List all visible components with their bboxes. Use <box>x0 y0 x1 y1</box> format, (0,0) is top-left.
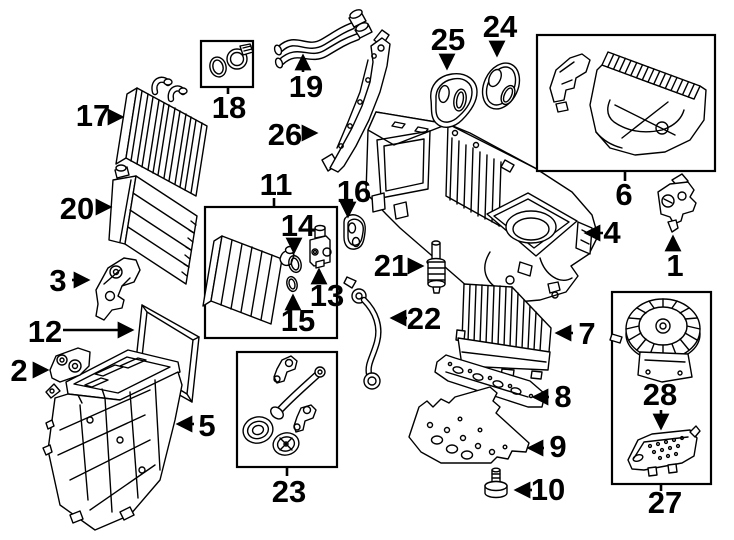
part-label-23: 23 <box>272 474 306 509</box>
part-label-5: 5 <box>198 408 215 443</box>
part-5-heater-case-assembly <box>42 349 183 531</box>
part-label-15: 15 <box>281 303 315 338</box>
part-22-refrigerant-pipe <box>343 276 382 390</box>
part-27-blower-motor <box>609 298 701 383</box>
part-24-duct-seal-flat <box>481 62 521 110</box>
part-label-22: 22 <box>407 301 441 336</box>
part-label-19: 19 <box>289 69 323 104</box>
part-23-link-kit-box <box>235 350 339 469</box>
part-1-sensor <box>657 173 697 233</box>
part-16-grommet <box>343 214 366 250</box>
part-11-evaporator-kit-box <box>202 205 339 340</box>
part-label-17: 17 <box>76 98 110 133</box>
part-label-8: 8 <box>554 379 571 414</box>
callouts: 17 20 3 12 2 5 18 19 26 11 14 13 15 16 2… <box>10 9 683 520</box>
part-21-valve <box>426 240 446 294</box>
part-15-o-ring <box>286 275 298 293</box>
part-17-evaporator-core <box>115 76 208 197</box>
part-label-20: 20 <box>60 191 94 226</box>
part-7-cabin-air-filter <box>455 283 552 380</box>
part-14-o-ring <box>288 254 302 274</box>
part-13-expansion-valve <box>309 224 332 269</box>
part-25-duct-seal <box>430 73 478 128</box>
part-label-9: 9 <box>549 429 566 464</box>
part-27-blower-motor-box <box>609 290 713 486</box>
part-2-actuator-motor <box>45 347 91 399</box>
part-label-12: 12 <box>28 314 62 349</box>
part-label-3: 3 <box>49 263 66 298</box>
part-label-11: 11 <box>260 167 293 202</box>
part-label-16: 16 <box>337 174 371 209</box>
part-label-21: 21 <box>374 248 408 283</box>
part-label-7: 7 <box>578 316 595 351</box>
part-label-28: 28 <box>643 377 677 412</box>
part-label-26: 26 <box>268 117 302 152</box>
part-6-air-inlet-box <box>535 33 717 173</box>
part-label-6: 6 <box>615 177 632 212</box>
part-10-fastener <box>484 467 508 499</box>
part-28-blower-resistor <box>627 425 701 477</box>
part-label-2: 2 <box>10 353 27 388</box>
part-label-25: 25 <box>431 22 465 57</box>
part-26-support-bracket <box>321 29 391 173</box>
part-9-gasket-plate <box>408 386 530 464</box>
part-label-18: 18 <box>212 90 246 125</box>
part-label-14: 14 <box>281 208 316 243</box>
part-3-mount-bracket <box>95 257 141 321</box>
part-label-27: 27 <box>648 485 682 520</box>
part-label-10: 10 <box>531 472 565 507</box>
part-label-1: 1 <box>666 248 683 283</box>
part-20-heater-core <box>108 164 198 285</box>
part-label-4: 4 <box>603 215 621 250</box>
part-18-clamp-kit-box <box>199 39 255 89</box>
part-label-24: 24 <box>483 9 518 44</box>
part-19-heater-hose <box>273 9 373 69</box>
